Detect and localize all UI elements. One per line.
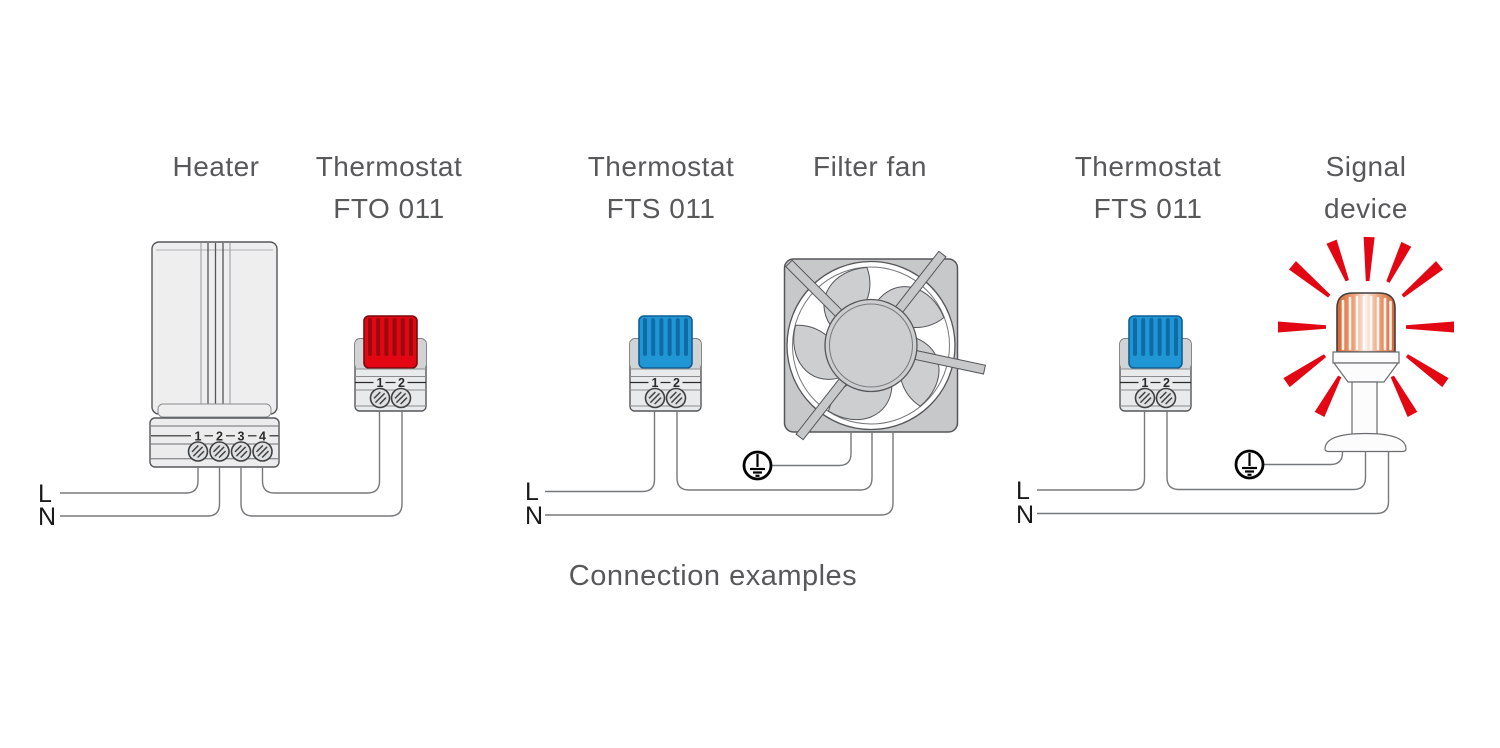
thermostat-fts011-right-label: Thermostat FTS 011 (1038, 146, 1258, 230)
thermostat-fts011-middle-label: Thermostat FTS 011 (551, 146, 771, 230)
thermostat-fts011-right-label-line1: Thermostat (1074, 151, 1222, 182)
heater-fins (200, 243, 231, 404)
right-live-label: L (1016, 477, 1030, 505)
thermostat-fto011-label-line2: FTO 011 (333, 193, 445, 224)
beacon-dome (1336, 292, 1396, 353)
thermostat-fto-011: 1 2 (355, 316, 426, 411)
wire-heater3-to-thermostat2 (240, 410, 403, 517)
diagram-caption-text: Connection examples (568, 560, 858, 592)
diagram-caption: Connection examples (503, 560, 923, 593)
wire-neutral-to-heater (60, 466, 221, 517)
filter-fan-label: Filter fan (760, 146, 980, 188)
protective-earth-icon-right (1234, 449, 1265, 480)
heater-terminal-screw-3 (230, 441, 252, 462)
signal-device-label-line2: device (1324, 193, 1408, 224)
protective-earth-icon (742, 450, 773, 481)
heater-terminal-block: 1 2 3 4 (149, 417, 280, 468)
wire-live-to-thermostat (545, 410, 656, 493)
wire-neutral-to-signal (1037, 451, 1390, 515)
left-live-label: L (38, 480, 52, 508)
signal-device (1278, 236, 1454, 453)
middle-live-label: L (525, 478, 539, 506)
wire-earth-to-signal (1263, 451, 1344, 466)
heater-terminal-2-label: 2 (216, 429, 223, 443)
heater-terminal-3-label: 3 (238, 429, 245, 443)
heater-label-text: Heater (172, 151, 260, 182)
thermostat-fts-011-middle: 1 2 (630, 316, 701, 411)
heater-base-lip (157, 403, 272, 418)
heater-terminal-4-label: 4 (259, 429, 266, 443)
thermostat-fto011-label-line1: Thermostat (315, 151, 463, 182)
fts011-middle-terminal-2-label: 2 (673, 376, 680, 390)
beacon-flange (1324, 432, 1407, 453)
middle-diagram-wires (545, 410, 894, 516)
fts011-right-terminal-2-label: 2 (1163, 376, 1170, 390)
wire-live-to-heater (60, 466, 199, 494)
heater-device: 1 2 3 4 (149, 241, 280, 468)
filter-fan-label-text: Filter fan (813, 151, 927, 182)
wire-thermostat2-to-signal (1166, 410, 1367, 491)
heater-terminal-screw-4 (252, 441, 273, 462)
signal-rays (1278, 236, 1454, 417)
filter-fan-device (776, 250, 986, 441)
right-neutral-label: N (1016, 501, 1034, 529)
beacon-mount (1324, 351, 1407, 453)
wire-live-to-thermostat-right (1037, 410, 1146, 491)
thermostat-fts-011-right: 1 2 (1120, 316, 1191, 411)
signal-device-label: Signal device (1256, 146, 1476, 230)
fan-struts (785, 250, 986, 441)
fts011-middle-terminal-1-label: 1 (652, 376, 659, 390)
signal-device-label-line1: Signal (1325, 151, 1407, 182)
thermostat-fts011-right-label-line2: FTS 011 (1093, 193, 1203, 224)
wire-earth-to-fan (771, 431, 852, 467)
thermostat-fts011-middle-label-line2: FTS 011 (606, 193, 716, 224)
wire-thermostat2-to-fan (676, 410, 873, 491)
thermostat-fts011-middle-label-line1: Thermostat (587, 151, 735, 182)
heater-terminal-screw-2 (209, 441, 230, 462)
heater-terminal-1-label: 1 (195, 429, 202, 443)
left-neutral-label: N (38, 503, 56, 531)
middle-neutral-label: N (525, 502, 543, 530)
heater-terminal-screw-1 (187, 441, 209, 462)
wire-neutral-to-fan (545, 431, 894, 516)
right-diagram-wires (1037, 410, 1390, 515)
heater-label: Heater (106, 146, 326, 188)
left-diagram-wires (60, 410, 403, 517)
wire-heater4-to-thermostat1 (261, 410, 381, 494)
thermostat-fto011-label: Thermostat FTO 011 (279, 146, 499, 230)
fto011-terminal-1-label: 1 (377, 376, 384, 390)
fto011-terminal-2-label: 2 (398, 376, 405, 390)
fts011-right-terminal-1-label: 1 (1142, 376, 1149, 390)
